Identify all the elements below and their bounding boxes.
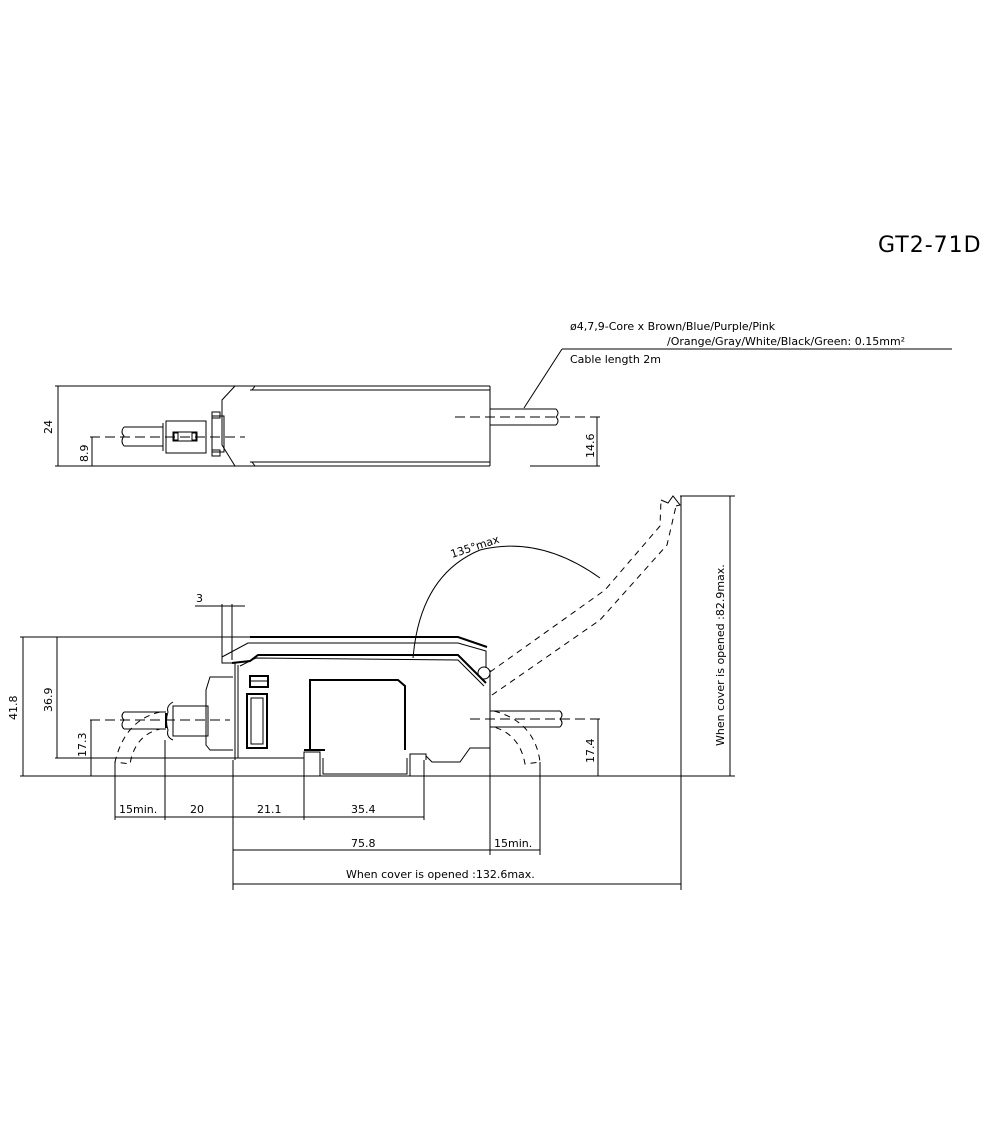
dim-angle: 135°max: [449, 533, 501, 561]
cable-note: ø4,7,9-Core x Brown/Blue/Purple/Pink /Or…: [523, 320, 952, 409]
dim-35-4: 35.4: [351, 803, 376, 816]
dim-24: 24: [42, 420, 55, 434]
dim-20: 20: [190, 803, 204, 816]
dim-open-width: When cover is opened :132.6max.: [346, 868, 535, 881]
cable-note-line1: ø4,7,9-Core x Brown/Blue/Purple/Pink: [570, 320, 776, 333]
dim-21-1: 21.1: [257, 803, 282, 816]
dim-15min-right: 15min.: [494, 837, 532, 850]
model-title: GT2-71D: [878, 233, 982, 258]
dim-75-8: 75.8: [351, 837, 376, 850]
dim-17-4: 17.4: [584, 739, 597, 764]
dim-41-8: 41.8: [7, 696, 20, 721]
dim-open-height: When cover is opened :82.9max.: [714, 564, 727, 746]
dim-3: 3: [196, 592, 203, 605]
dim-17-3: 17.3: [76, 733, 89, 758]
dim-36-9: 36.9: [42, 688, 55, 713]
dim-14-6: 14.6: [584, 434, 597, 459]
cable-note-line2: /Orange/Gray/White/Black/Green: 0.15mm²: [667, 335, 905, 348]
cable-note-line3: Cable length 2m: [570, 353, 661, 366]
top-view: 24 8.9 14.6: [42, 385, 600, 467]
dim-15min-left: 15min.: [119, 803, 157, 816]
dim-8-9: 8.9: [78, 445, 91, 463]
side-view: 135°max 3 41.8 36.9 17.3 17.4 When cover…: [7, 495, 735, 890]
